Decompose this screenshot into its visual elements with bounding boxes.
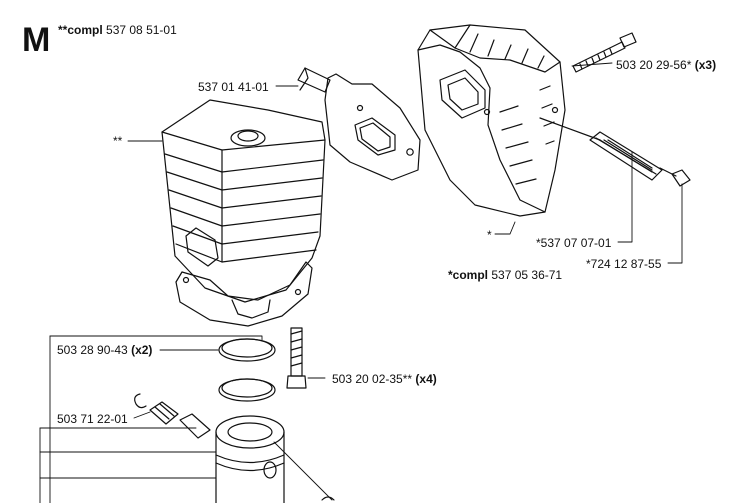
cylinder-bolt-qty: (x4): [415, 372, 437, 386]
piston-drawing: [215, 415, 335, 503]
bracket-drawing: [297, 67, 421, 181]
bracket-callout: 537 01 41-01: [198, 80, 269, 94]
screen-callout: *537 07 07-01: [536, 236, 612, 250]
cylinder-callout: **: [113, 134, 123, 148]
cylinder-bolt-drawing: [286, 327, 307, 389]
header-label: **compl 537 08 51-01: [58, 23, 177, 37]
muffler-screw-number: 503 20 29-56*: [616, 58, 692, 72]
muffler-compl-callout: *compl 537 05 36-71: [448, 268, 562, 282]
needle-bearing-drawing: [134, 393, 211, 439]
small-screw-callout: *724 12 87-55: [586, 257, 662, 271]
muffler-star-callout: *: [487, 228, 492, 242]
header-prefix: **compl: [58, 23, 103, 37]
muffler-drawing: [417, 24, 566, 217]
cylinder-bolt-callout: 503 20 02-35** (x4): [332, 372, 437, 386]
cylinder-drawing: [161, 99, 326, 327]
piston-ring-number: 503 28 90-43: [57, 343, 128, 357]
muffler-screw-qty: (x3): [694, 58, 717, 72]
small-screw-drawing: [659, 167, 691, 187]
muffler-compl-prefix: *compl: [448, 268, 489, 282]
section-letter: M: [22, 21, 51, 59]
cylinder-bolt-number: 503 20 02-35**: [332, 372, 413, 386]
muffler-compl-part: 537 05 36-71: [491, 268, 563, 282]
piston-ring-qty: (x2): [131, 343, 153, 357]
screen-drawing: [539, 117, 663, 181]
muffler-screw-callout: 503 20 29-56* (x3): [616, 58, 716, 72]
piston-ring-callout: 503 28 90-43 (x2): [57, 343, 152, 357]
needle-bearing-callout: 503 71 22-01: [57, 412, 128, 426]
leader-lines: [39, 62, 683, 503]
piston-rings-drawing: [218, 338, 276, 402]
header-part-number: 537 08 51-01: [106, 23, 177, 37]
muffler-screw-drawing: [572, 32, 637, 73]
